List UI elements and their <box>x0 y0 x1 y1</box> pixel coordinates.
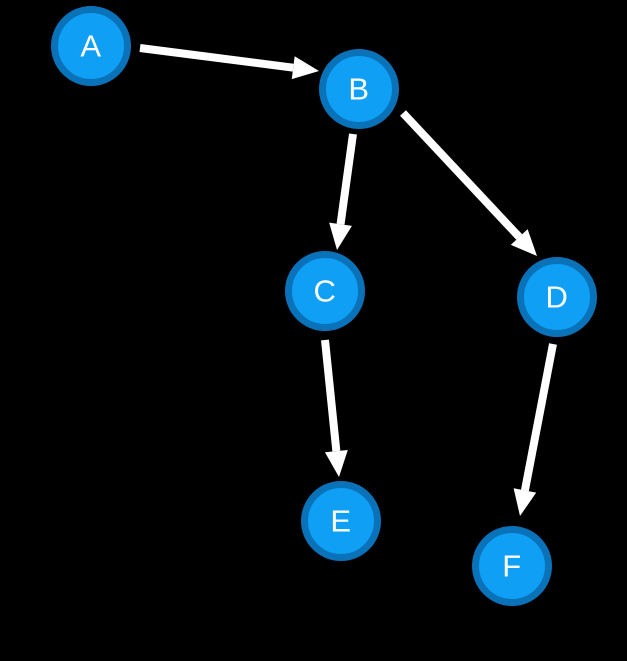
edge-c-to-e[interactable] <box>321 339 348 477</box>
edge-layer <box>139 44 557 516</box>
edge-line <box>321 339 341 452</box>
graph-node-a[interactable]: A <box>51 6 131 86</box>
graph-node-c[interactable]: C <box>285 251 365 331</box>
graph-node-b[interactable]: B <box>319 49 399 129</box>
graph-node-f[interactable]: F <box>472 526 552 606</box>
arrowhead-icon <box>513 488 537 516</box>
graph-node-d[interactable]: D <box>517 257 597 337</box>
node-layer: A B C D E F <box>51 6 597 606</box>
arrowhead-icon <box>510 229 537 256</box>
node-circle <box>51 6 131 86</box>
edge-d-to-f[interactable] <box>513 343 557 516</box>
edge-b-to-d[interactable] <box>400 110 537 256</box>
edge-line <box>400 110 523 240</box>
node-label: B <box>348 72 369 107</box>
edge-line <box>336 133 357 225</box>
arrowhead-icon <box>291 56 319 80</box>
edge-b-to-c[interactable] <box>329 133 357 250</box>
node-circle <box>517 257 597 337</box>
arrowhead-icon <box>324 449 348 477</box>
node-circle <box>319 49 399 129</box>
graph-node-e[interactable]: E <box>301 481 381 561</box>
edge-line <box>139 44 294 72</box>
node-circle <box>472 526 552 606</box>
node-label: C <box>314 274 337 309</box>
edge-line <box>520 343 557 492</box>
node-circle <box>285 251 365 331</box>
node-label: E <box>330 504 351 539</box>
node-label: D <box>546 280 569 315</box>
edge-a-to-b[interactable] <box>139 44 319 80</box>
node-label: A <box>80 29 101 64</box>
arrowhead-icon <box>329 222 352 250</box>
node-circle <box>301 481 381 561</box>
node-label: F <box>502 549 521 584</box>
